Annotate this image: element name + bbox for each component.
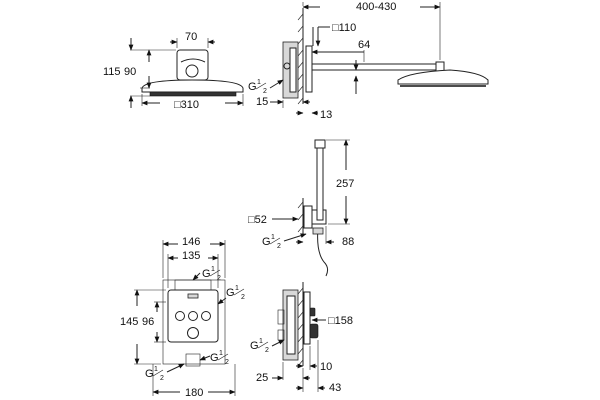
temperature-knob <box>187 327 199 339</box>
dim-offset: 13 <box>320 109 332 121</box>
dim-thermo-height-inner: 96 <box>142 316 154 328</box>
dim-hand-height: 257 <box>336 178 354 190</box>
hose <box>317 227 329 277</box>
hand-shower-view: 257 □52 G 1 2 88 <box>248 139 354 277</box>
thread-frac-num: 1 <box>219 350 223 357</box>
thread-frac-den: 2 <box>160 375 164 382</box>
valve-insert <box>286 295 296 355</box>
hose-connector <box>312 227 324 235</box>
button-side <box>309 307 316 317</box>
thread-frac-den: 2 <box>277 243 281 250</box>
thermostat-side-view: □158 G 1 2 25 10 43 <box>250 282 353 394</box>
thread-g-label: G <box>226 287 235 299</box>
hand-shower-head <box>314 139 326 149</box>
thread-frac-den: 2 <box>265 347 269 354</box>
fraction-slash <box>255 82 267 90</box>
thread-frac-num: 1 <box>211 266 215 273</box>
leader-line <box>271 339 285 347</box>
thread-frac-den: 2 <box>217 275 221 282</box>
dim-thermo-width-bottom: 180 <box>185 387 203 399</box>
spray-face <box>149 91 237 97</box>
thread-frac-den: 2 <box>241 294 245 301</box>
shower-arm <box>311 63 441 71</box>
valve-button-middle <box>188 311 198 321</box>
dim-head-height-outer: 115 <box>103 66 121 78</box>
head-shower-front-view: 70 115 90 □310 <box>103 31 244 111</box>
valve-port <box>277 309 285 325</box>
dim-wall-depth: 15 <box>256 96 268 108</box>
leader-line <box>283 233 307 242</box>
leader-line <box>192 272 201 281</box>
arm-joint <box>185 64 199 78</box>
inlet-circle <box>283 62 291 70</box>
thread-frac-num: 1 <box>257 79 261 86</box>
dim-projection: 400-430 <box>356 1 396 13</box>
dim-hand-depth: 88 <box>342 236 354 248</box>
thread-frac-num: 1 <box>271 234 275 241</box>
thermostat-knob-side <box>309 323 319 339</box>
dim-head-plate: □110 <box>332 22 356 34</box>
fraction-slash <box>257 341 269 349</box>
thread-frac-den: 2 <box>225 359 229 366</box>
dim-thermo-width-inner: 135 <box>182 250 200 262</box>
hand-shower-handle <box>316 145 324 221</box>
thread-g-label: G <box>248 81 257 93</box>
leader-line <box>199 355 211 361</box>
leader-line <box>269 79 284 89</box>
leader-line <box>217 297 227 305</box>
leader-line <box>166 363 185 373</box>
thread-frac-num: 1 <box>259 338 263 345</box>
valve-button-left <box>175 311 185 321</box>
dim-head-width-bottom: □310 <box>174 99 199 111</box>
dim-thermo-depth-c: 43 <box>329 382 341 394</box>
thread-g-label: G <box>145 368 154 380</box>
shower-head-side <box>397 69 489 85</box>
thread-g-label: G <box>250 340 259 352</box>
dim-head-height-inner: 90 <box>124 66 136 78</box>
wall-hatching <box>297 13 304 105</box>
fraction-slash <box>217 353 229 361</box>
dim-thermo-width-outer: 146 <box>182 236 200 248</box>
box-top <box>174 279 212 291</box>
thermostat-front-view: 146 135 G 1 2 G 1 2 145 96 G 1 2 <box>120 236 245 399</box>
thermostat-cover-plate <box>303 291 311 345</box>
wall-plate <box>305 45 313 93</box>
fraction-slash <box>152 369 164 377</box>
thread-frac-den: 2 <box>263 88 267 95</box>
thread-g-label: G <box>210 352 219 364</box>
shower-head-body <box>141 79 244 93</box>
plate-logo <box>187 293 199 299</box>
dim-thermo-depth-b: 10 <box>320 361 332 373</box>
thread-frac-num: 1 <box>235 285 239 292</box>
wall-hatching <box>297 201 304 233</box>
thread-g-label: G <box>202 268 211 280</box>
arm-curve <box>180 58 206 63</box>
dim-thermo-height-outer: 145 <box>120 316 138 328</box>
fraction-slash <box>209 269 221 277</box>
dim-hand-plate: □52 <box>248 214 267 226</box>
thread-g-label: G <box>262 236 271 248</box>
thread-frac-num: 1 <box>154 366 158 373</box>
fraction-slash <box>269 237 281 245</box>
wall-hatching <box>297 287 304 367</box>
concealed-insert <box>289 47 297 93</box>
dim-head-width-top: 70 <box>185 31 197 43</box>
dim-thermo-plate: □158 <box>328 315 353 327</box>
dim-thermo-depth-a: 25 <box>256 372 268 384</box>
hand-shower-plate <box>303 205 313 229</box>
fraction-slash <box>233 288 245 296</box>
head-shower-side-view: 400-430 □110 64 G 1 2 15 13 <box>248 1 489 121</box>
dim-arm: 64 <box>358 39 370 51</box>
valve-button-right <box>201 311 211 321</box>
